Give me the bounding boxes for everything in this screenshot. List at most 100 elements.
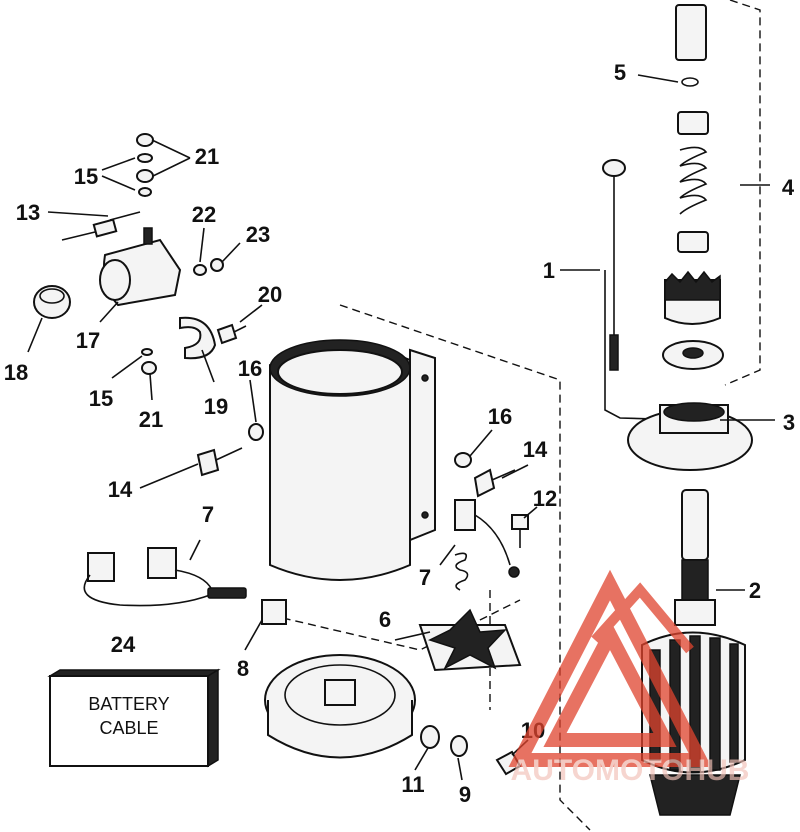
through-bolt [602, 159, 626, 371]
callout-21-lower: 21 [139, 407, 163, 432]
cap-part [675, 4, 707, 61]
screw-20-head [216, 323, 238, 345]
battery-box-side [207, 668, 219, 768]
washer-16-right [454, 452, 472, 468]
callout-7-right: 7 [419, 565, 431, 590]
housing-rim [277, 349, 403, 395]
leader-15-top [101, 157, 136, 191]
screw-20-shaft [233, 325, 247, 333]
leader-21-top [151, 139, 191, 177]
callout-2: 2 [749, 578, 761, 603]
bolt-14-left-shaft [215, 447, 243, 461]
brush-plate [418, 608, 522, 672]
leader-13 [47, 211, 109, 217]
end-cap-bore [663, 402, 725, 422]
bolt-14-left-head [196, 448, 220, 477]
boot-18 [33, 285, 71, 319]
leader-23 [221, 242, 241, 263]
washer-15-top [137, 153, 153, 163]
bracket-hole-top [421, 374, 429, 382]
brush-plate-star [428, 608, 507, 670]
callout-1: 1 [543, 258, 555, 283]
commutator-end-cap [264, 654, 416, 759]
callout-14-right: 14 [523, 437, 548, 462]
nut-21-mid [136, 169, 154, 183]
boot-18-opening [39, 288, 65, 304]
watermark-logo-icon [508, 569, 712, 767]
nut-hole [682, 347, 704, 359]
battery-box-line1: BATTERY [88, 694, 169, 714]
leader-12 [523, 506, 538, 519]
brush-left-a [87, 552, 115, 582]
callout-4: 4 [782, 175, 795, 200]
bracket-19 [179, 316, 217, 360]
brush-terminal [508, 566, 520, 578]
washer-9 [450, 735, 468, 757]
leader-20 [239, 304, 263, 323]
nut-21-lower [141, 361, 157, 375]
callout-23: 23 [246, 222, 270, 247]
brush-part [454, 499, 476, 531]
brush-left-wire-2 [174, 569, 213, 591]
leader-8 [244, 619, 263, 651]
bolt-thread-part [609, 334, 619, 371]
leader-21-lower [149, 373, 153, 401]
armature-spline [681, 559, 709, 601]
leader-7-right [439, 544, 456, 566]
nut-23 [210, 258, 224, 272]
leader-22 [199, 227, 205, 263]
spacer-part [677, 111, 709, 135]
commutator [649, 774, 741, 816]
washer-16-left [248, 423, 264, 441]
callout-17: 17 [76, 328, 100, 353]
callout-16-right: 16 [488, 404, 512, 429]
washer-15-mid [138, 187, 152, 197]
wire-13 [61, 211, 141, 241]
bracket-hole-bottom [421, 511, 429, 519]
fasteners [196, 323, 529, 776]
leader-15-lower [111, 355, 143, 379]
housing-bracket [409, 348, 436, 542]
terminal-8 [261, 599, 287, 625]
solenoid-cluster [33, 133, 224, 375]
callout-8: 8 [237, 656, 249, 681]
nut-21-top [136, 133, 154, 147]
leader-11 [414, 747, 429, 771]
brush-left-stud [207, 587, 247, 599]
leader-17 [99, 301, 119, 323]
retaining-ring-part [681, 77, 699, 87]
collar-part [677, 231, 709, 253]
drive-stack [662, 4, 724, 370]
leader-14-left [139, 463, 199, 489]
callout-15-lower: 15 [89, 386, 113, 411]
callout-5: 5 [614, 60, 626, 85]
drive-end-cap [627, 402, 753, 471]
assembly-line-brush [269, 599, 521, 651]
callout-3: 3 [783, 410, 795, 435]
callout-18: 18 [4, 360, 28, 385]
callout-13: 13 [16, 200, 40, 225]
leader-6 [394, 631, 431, 641]
callout-9: 9 [459, 782, 471, 807]
motor-housing [269, 339, 436, 581]
solenoid-terminal [143, 227, 153, 245]
brush-left-b [147, 547, 177, 579]
callout-12: 12 [533, 486, 557, 511]
leader-7-left [189, 539, 201, 561]
leader-16-left [249, 379, 257, 423]
leader-19 [201, 349, 215, 383]
bolt-14-right-head [473, 468, 496, 498]
callout-14-left: 14 [108, 477, 133, 502]
nut-22 [193, 264, 207, 276]
bolt-head-part [602, 159, 626, 177]
leader-14-right [501, 464, 529, 479]
solenoid-end [99, 259, 131, 301]
leader-18 [27, 317, 43, 353]
leader-9 [457, 757, 463, 781]
assembly-line-right [724, 0, 761, 386]
washer-11 [420, 725, 440, 749]
assembly-line-housing [339, 304, 591, 831]
washer-15-lower [141, 348, 153, 356]
callout-16-left: 16 [238, 356, 262, 381]
